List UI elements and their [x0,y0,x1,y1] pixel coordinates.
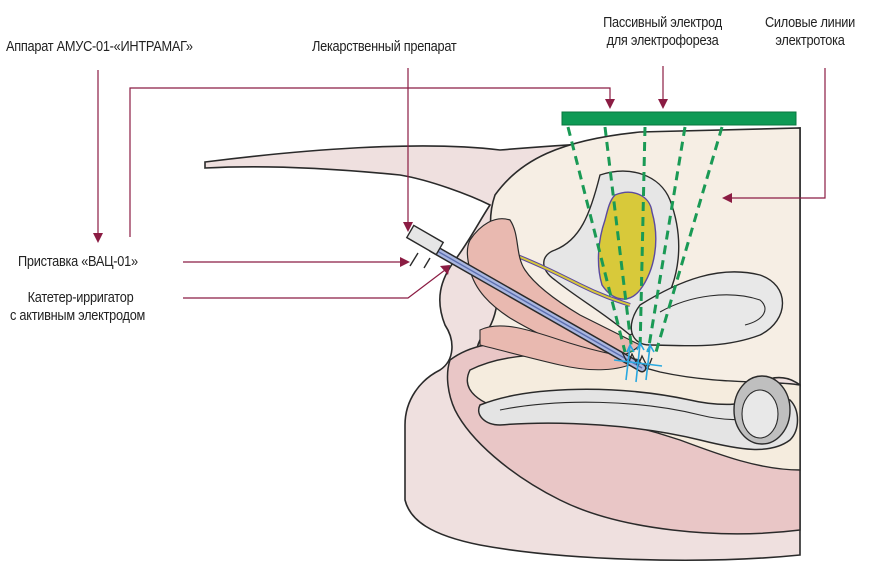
label-field-lines-line2: электротока [757,32,863,50]
label-passive-electrode-line2: для электрофореза [572,32,752,50]
label-catheter-line2: с активным электродом [10,307,145,325]
label-apparatus: Аппарат АМУС-01-«ИНТРАМАГ» [6,38,193,56]
label-catheter-line1: Катетер-ирригатор [10,289,145,307]
label-passive-electrode: Пассивный электрод для электрофореза [572,14,752,50]
label-passive-electrode-line1: Пассивный электрод [572,14,752,32]
rectum-lumen-inner [742,390,778,438]
label-attachment: Приставка «ВАЦ-01» [18,253,138,271]
passive-electrode [562,112,796,125]
label-catheter: Катетер-ирригатор с активным электродом [10,289,145,325]
label-field-lines: Силовые линии электротока [757,14,863,50]
label-drug: Лекарственный препарат [312,38,456,56]
label-field-lines-line1: Силовые линии [757,14,863,32]
vac-attachment [407,225,443,268]
